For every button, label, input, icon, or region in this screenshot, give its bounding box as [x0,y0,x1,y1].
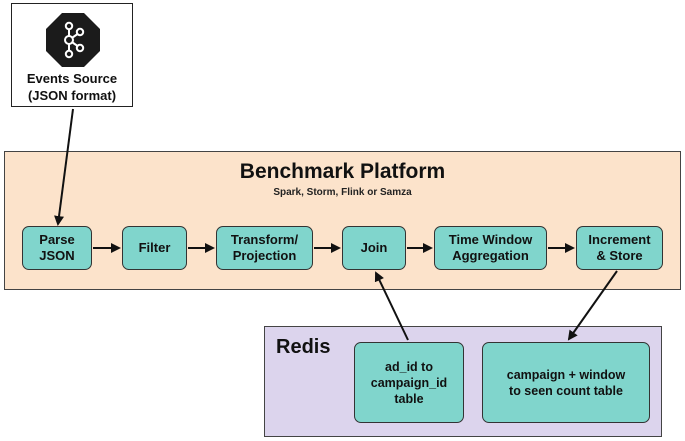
arrow-source-to-parse [54,108,74,226]
events-source-box: Events Source (JSON format) [11,3,133,107]
step-join: Join [342,226,406,270]
step-time-window-aggregation: Time Window Aggregation [434,226,547,270]
arrow-increment-to-redis [567,270,618,341]
platform-title: Benchmark Platform [239,160,446,183]
step-parse-json: Parse JSON [22,226,92,270]
arrow-redis-to-join [374,271,409,341]
table-ad-to-campaign: ad_id to campaign_id table [354,342,464,423]
platform-subtitle: Spark, Storm, Flink or Samza [273,187,412,198]
events-source-label: Events Source (JSON format) [26,71,118,103]
step-increment-store: Increment & Store [576,226,663,270]
redis-title: Redis [276,336,331,358]
step-transform-projection: Transform/ Projection [216,226,313,270]
kafka-logo-icon [46,13,100,67]
step-filter: Filter [122,226,187,270]
table-campaign-window-count: campaign + window to seen count table [482,342,650,423]
